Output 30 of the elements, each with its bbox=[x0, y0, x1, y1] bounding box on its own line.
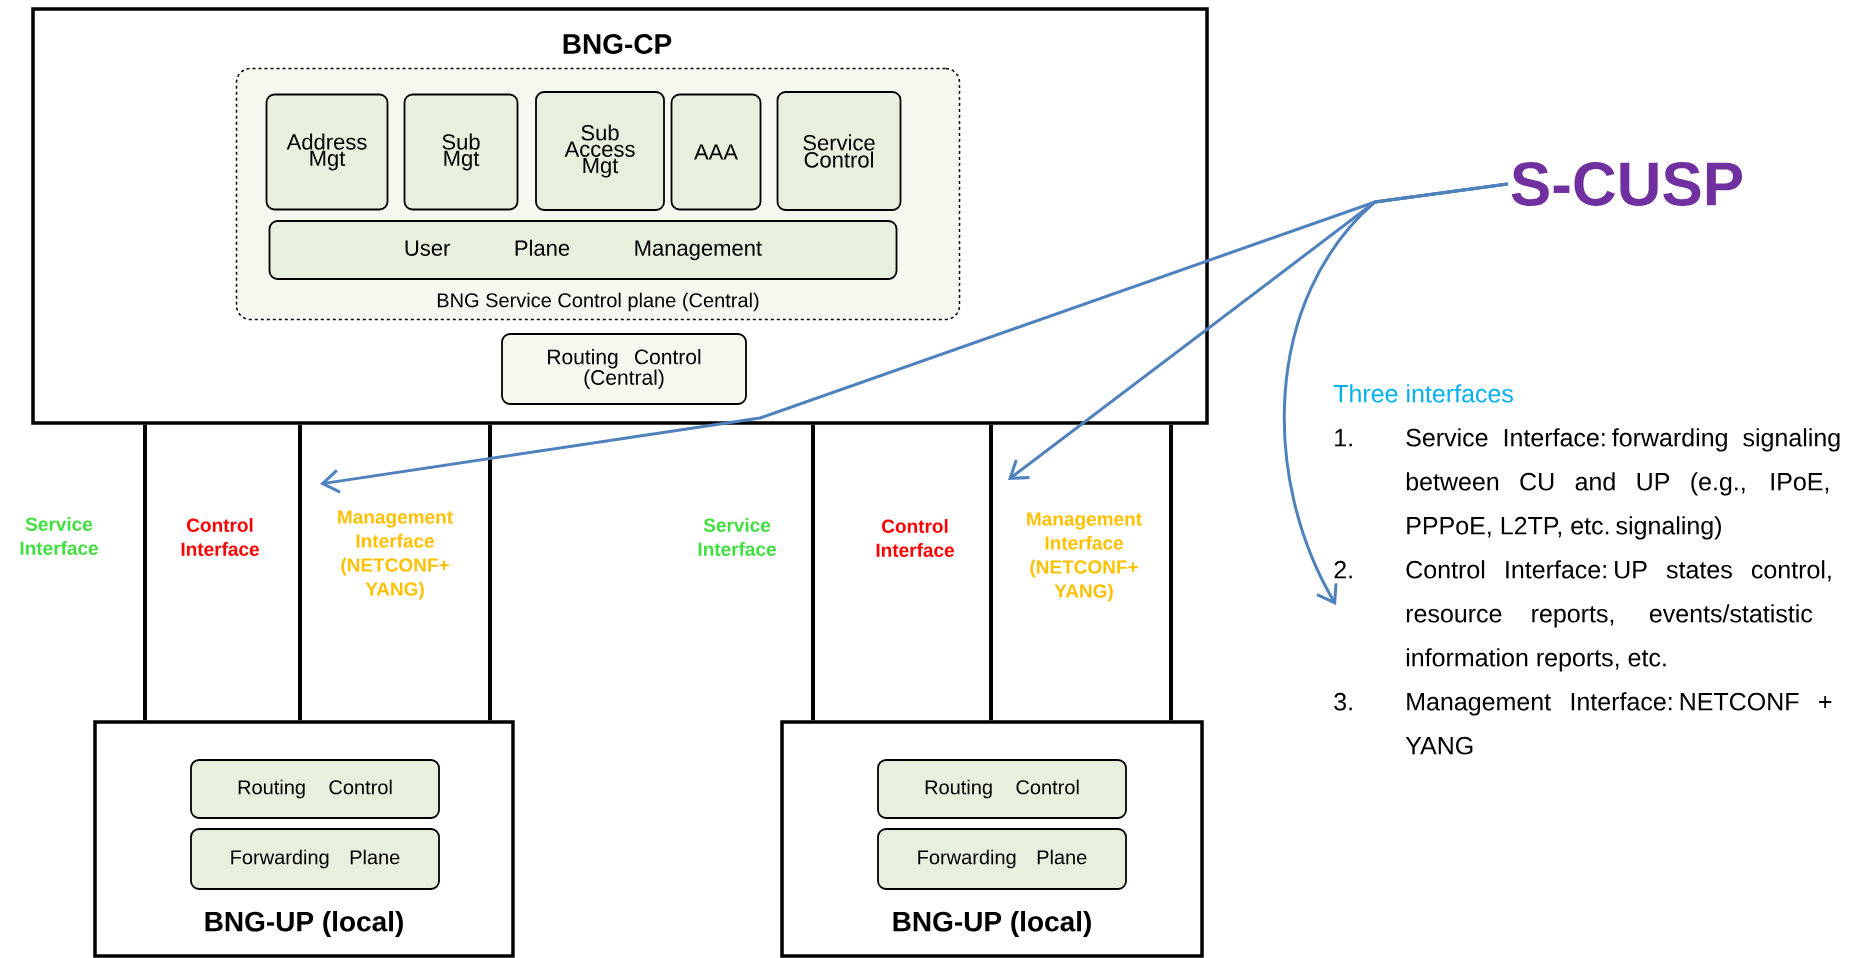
interface-line bbox=[488, 424, 492, 721]
function-box: User Plane Management bbox=[268, 220, 898, 280]
interface-line bbox=[298, 424, 302, 721]
interface-label: Management Interface (NETCONF+ YANG) bbox=[338, 510, 453, 600]
function-box: Routing Control bbox=[877, 759, 1127, 819]
function-box: Routing Control bbox=[190, 759, 440, 819]
arrow bbox=[1283, 182, 1508, 605]
function-box: Forwarding Plane bbox=[877, 828, 1127, 890]
box-title: BNG-UP (local) bbox=[205, 910, 403, 938]
interface-line bbox=[1169, 424, 1173, 721]
interface-list: Three interfaces 1. Service Interface: forwarding signaling between CU and UP (e.g., IPoE, PPPoE, L2TP, etc. signaling) 2. Control Interface: UP states control, resource reports, events/statistic information reports, etc. 3. Management Interface: NETCONF + YANG bbox=[1333, 384, 1840, 755]
interface-line bbox=[143, 424, 147, 721]
interface-label: Service Interface bbox=[698, 518, 776, 556]
function-box: Service Control bbox=[776, 91, 902, 211]
interface-label: Control Interface bbox=[181, 518, 259, 556]
protocol-title: S-CUSP bbox=[1511, 162, 1742, 206]
function-box: Sub Mgt bbox=[403, 93, 519, 211]
interface-label: Control Interface bbox=[876, 519, 954, 557]
interface-label: Management Interface (NETCONF+ YANG) bbox=[1027, 512, 1142, 602]
function-box: Routing Control (Central) bbox=[501, 333, 747, 405]
function-box: AAA bbox=[670, 93, 762, 211]
region-label: BNG Service Control plane (Central) bbox=[437, 292, 759, 312]
interface-label: Service Interface bbox=[20, 517, 98, 555]
interface-line bbox=[811, 424, 815, 721]
function-box: Sub Access Mgt bbox=[535, 91, 665, 211]
interface-line bbox=[989, 424, 993, 721]
function-box: Address Mgt bbox=[265, 93, 389, 211]
function-box: Forwarding Plane bbox=[190, 828, 440, 890]
box-title: BNG-UP (local) bbox=[893, 910, 1091, 938]
box-title: BNG-CP bbox=[563, 34, 672, 54]
